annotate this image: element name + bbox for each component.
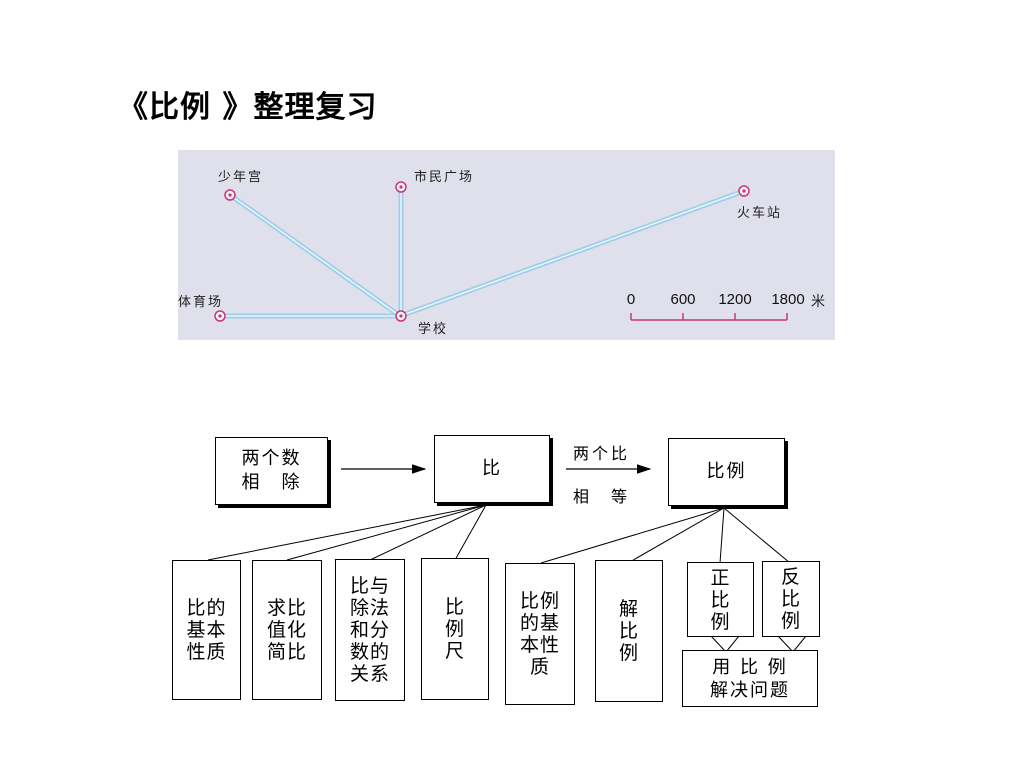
box-solve-proportion: 解 比 例: [595, 560, 663, 702]
roads-outline: [220, 187, 745, 319]
label-train-station: 火车站: [737, 206, 783, 221]
label-two-ratios: 两个比: [573, 444, 631, 463]
label-stadium: 体育场: [178, 295, 224, 310]
map-markers: [214, 181, 750, 322]
marker-stadium: [214, 310, 226, 322]
proportion-text: 比例: [706, 461, 747, 482]
box-two-numbers-divide: 两个数 相 除: [215, 437, 328, 505]
scale-tick-1200: 1200: [718, 291, 752, 308]
label-school: 学校: [418, 322, 449, 337]
label-equal: 相 等: [573, 487, 631, 506]
box-simplify-ratio: 求比 值化 简比: [252, 560, 322, 700]
box-direct-proportion: 正 比 例: [687, 562, 754, 637]
label-citizen-square: 市民广场: [414, 170, 475, 185]
school-map: 少年宫 市民广场 火车站 体育场 学校 0 600 1200 1800 米: [178, 150, 835, 340]
map-roads: [214, 181, 788, 322]
label-youth-palace: 少年宫: [218, 170, 264, 185]
ratio-basic-property-text: 比的 基本 性质: [186, 597, 227, 663]
marker-youth-palace: [224, 189, 236, 201]
marker-school: [395, 310, 407, 322]
inverse-proportion-text: 反 比 例: [780, 566, 801, 632]
scale-tick-600: 600: [670, 291, 696, 308]
marker-train-station: [738, 185, 750, 197]
box-ratio-basic-property: 比的 基本 性质: [172, 560, 241, 700]
proportion-basic-property-text: 比例 的基 本性 质: [519, 590, 560, 678]
ratio-branches: [207, 504, 487, 561]
use-proportion-text: 用 比 例 解决问题: [710, 656, 790, 701]
box-scale: 比 例 尺: [421, 558, 489, 700]
scale-tick-1800: 1800: [771, 291, 805, 308]
direct-proportion-text: 正 比 例: [710, 566, 731, 633]
box-proportion-basic-property: 比例 的基 本性 质: [505, 563, 575, 705]
roads-inner: [220, 187, 745, 317]
two-numbers-divide-text: 两个数 相 除: [241, 448, 302, 493]
box-inverse-proportion: 反 比 例: [762, 561, 820, 637]
scale-unit: 米: [811, 294, 825, 310]
scale-tick-0: 0: [626, 291, 636, 308]
scale-text: 比 例 尺: [444, 596, 465, 662]
ratio-division-fraction-text: 比与 除法 和分 数的 关系: [349, 575, 390, 685]
simplify-ratio-text: 求比 值化 简比: [266, 597, 307, 663]
solve-proportion-text: 解 比 例: [618, 598, 639, 664]
box-proportion: 比例: [668, 438, 785, 506]
box-use-proportion: 用 比 例 解决问题: [682, 650, 818, 707]
scale-bar: [630, 313, 788, 321]
page-title: 《比例 》整理复习: [118, 90, 378, 125]
proportion-branches: [540, 507, 791, 564]
marker-citizen-square: [395, 181, 407, 193]
box-ratio: 比: [434, 435, 550, 503]
box-ratio-division-fraction: 比与 除法 和分 数的 关系: [335, 559, 405, 701]
ratio-text: 比: [482, 458, 502, 479]
